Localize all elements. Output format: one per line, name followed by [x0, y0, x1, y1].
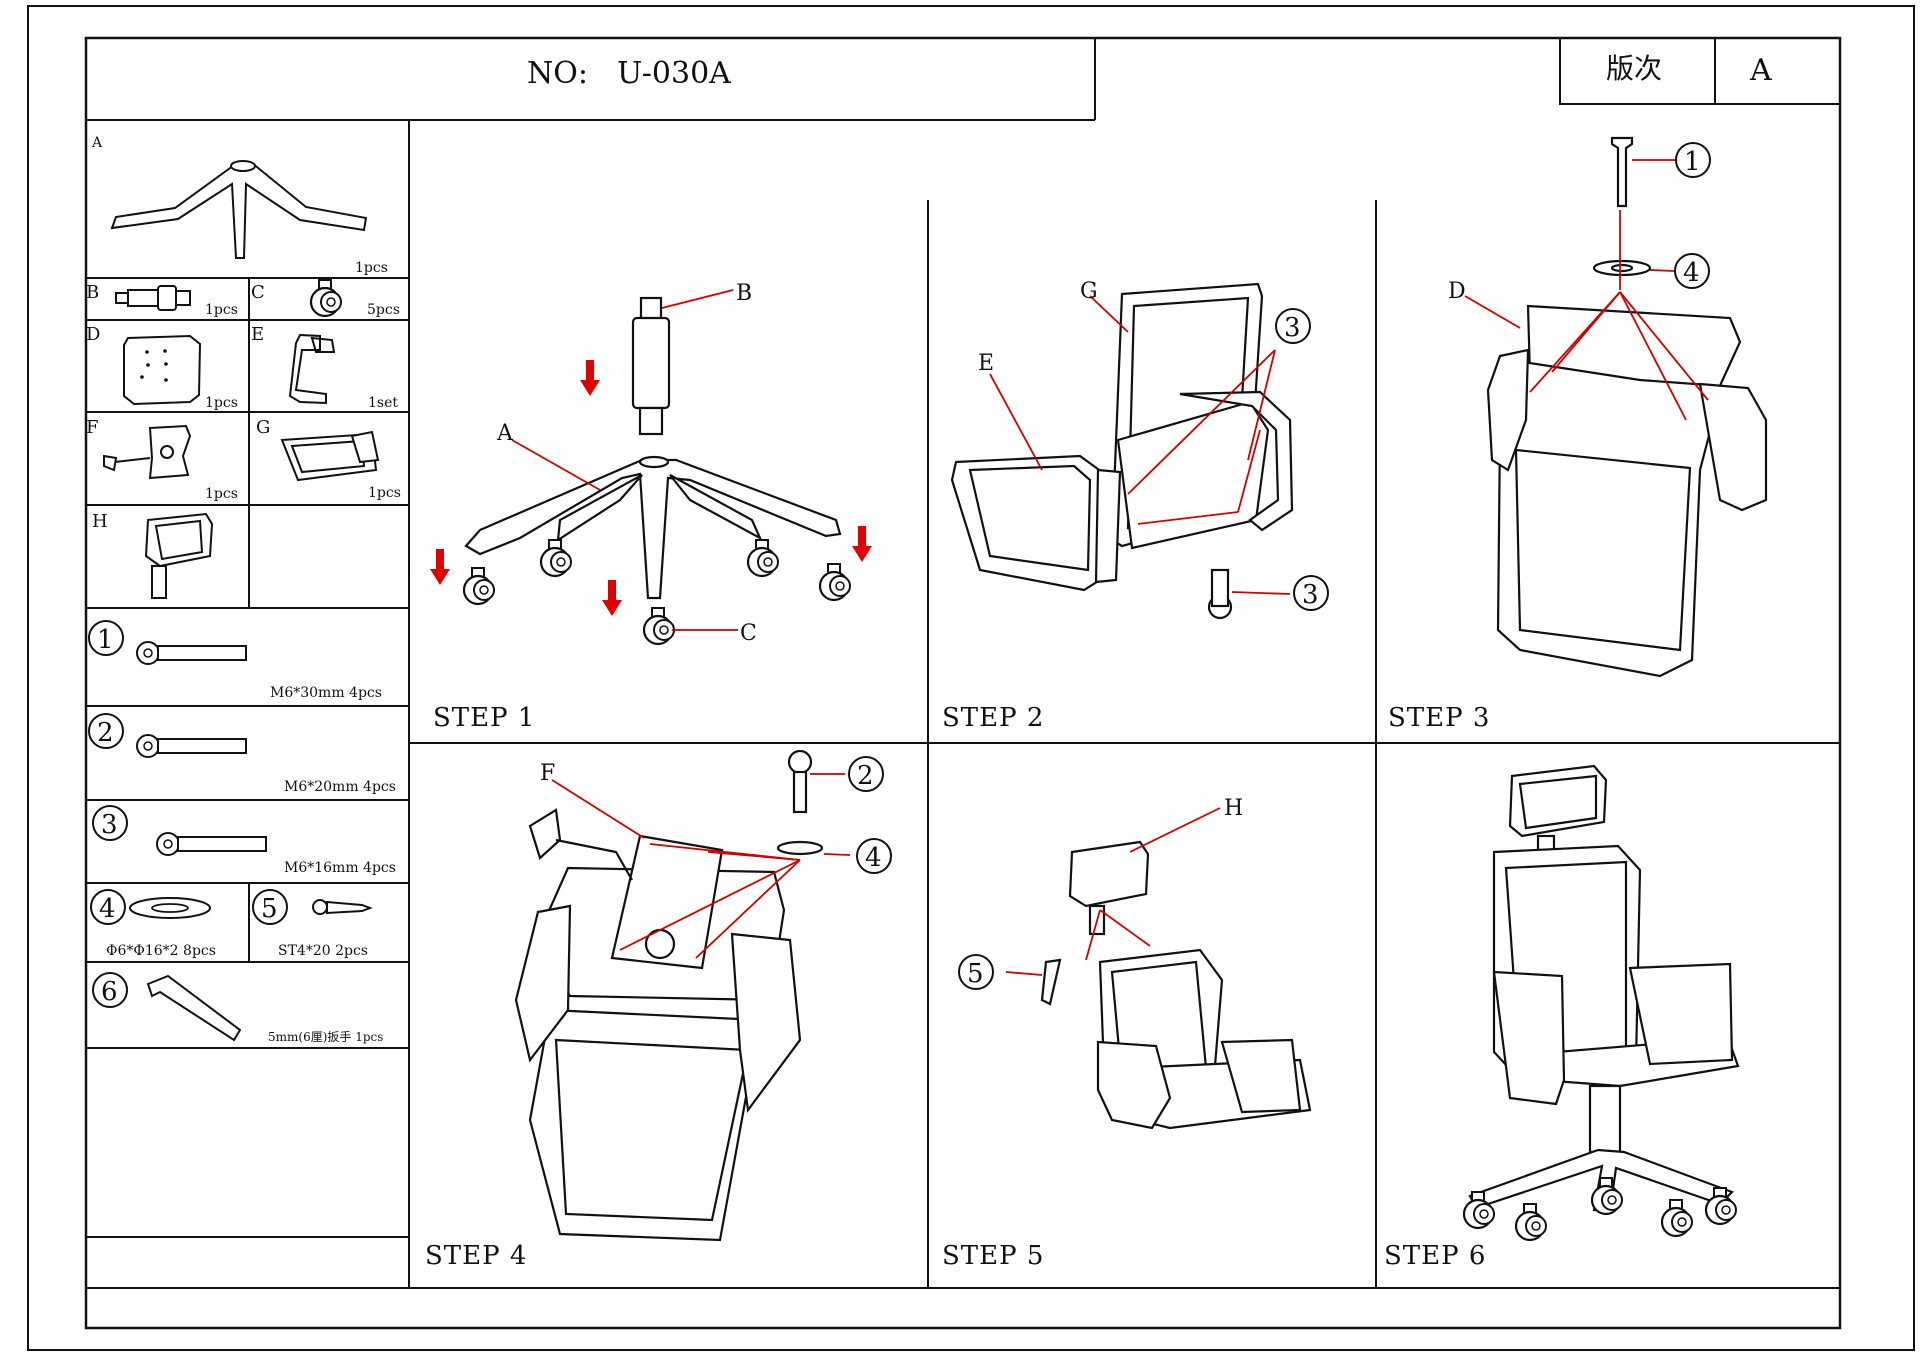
hw-4-washer-drawing	[129, 897, 211, 919]
step6-caster-3	[1590, 1176, 1624, 1216]
hw-2-bolt-drawing	[136, 734, 247, 758]
step1-arrow-3	[602, 580, 622, 616]
version-label: 版次	[1606, 52, 1662, 85]
step2-leaders	[989, 295, 1291, 595]
outer-border	[27, 5, 1915, 1351]
hw-6-number: 6	[101, 977, 118, 1007]
step5-callout-h: H	[1224, 796, 1243, 821]
part-f-letter: F	[86, 417, 99, 438]
step1-label: STEP 1	[433, 703, 535, 733]
part-a-letter: A	[91, 135, 103, 151]
part-d-qty: 1pcs	[205, 395, 238, 411]
step4-callout-4: 4	[865, 843, 882, 873]
part-b-gas-cylinder-drawing	[115, 285, 191, 311]
part-b-qty: 1pcs	[205, 302, 238, 318]
step2-drawing	[950, 282, 1294, 620]
part-d-seat-drawing	[123, 334, 202, 406]
step1-caster-2	[539, 538, 573, 578]
part-f-mechanism-drawing	[103, 424, 192, 480]
part-b-letter: B	[86, 282, 99, 303]
hw-6-spec: 5mm(6厘)扳手 1pcs	[268, 1030, 383, 1044]
step2-callout-3b: 3	[1302, 580, 1319, 610]
step1-drawing	[464, 296, 842, 600]
step4-callout-2: 2	[857, 761, 874, 791]
hw-1-number: 1	[97, 625, 114, 655]
part-g-qty: 1pcs	[368, 485, 401, 501]
part-h-headrest-drawing	[144, 512, 214, 599]
part-d-letter: D	[86, 324, 100, 345]
part-e-letter: E	[251, 324, 264, 345]
hw-3-number: 3	[101, 810, 118, 840]
step6-drawing	[1468, 764, 1740, 1212]
step3-callout-1: 1	[1684, 147, 1701, 177]
hw-4-number: 4	[99, 894, 116, 924]
hw-5-screw-drawing	[312, 899, 373, 915]
inner-border	[84, 36, 1842, 1330]
step4-leaders	[551, 773, 851, 959]
part-c-letter: C	[251, 282, 265, 303]
step4-drawing	[514, 749, 824, 1242]
part-e-armrest-drawing	[288, 333, 336, 405]
step1-callout-a: A	[496, 421, 514, 446]
hw-2-spec: M6*20mm 4pcs	[284, 779, 396, 795]
step3-label: STEP 3	[1388, 703, 1490, 733]
part-a-base-drawing	[110, 160, 368, 259]
step6-caster-4	[1660, 1198, 1694, 1238]
step3-callout-d: D	[1448, 279, 1466, 304]
version-value: A	[1749, 53, 1772, 88]
part-g-backrest-drawing	[280, 430, 380, 482]
hw-5-spec: ST4*20 2pcs	[278, 943, 368, 959]
part-c-qty: 5pcs	[367, 302, 400, 318]
part-g-letter: G	[256, 417, 270, 438]
step4-label: STEP 4	[425, 1241, 527, 1271]
step1-arrow-4	[852, 526, 872, 562]
step1-arrow-1	[580, 360, 600, 396]
step3-drawing	[1486, 136, 1768, 678]
hw-6-hex-key-drawing	[146, 974, 242, 1042]
part-f-qty: 1pcs	[205, 486, 238, 502]
part-a-qty: 1pcs	[355, 260, 388, 276]
step1-leaders	[511, 289, 738, 631]
hw-3-bolt-drawing	[156, 832, 267, 856]
part-c-caster-drawing	[309, 278, 343, 318]
step1-caster-4	[746, 538, 780, 578]
step2-callout-e: E	[978, 351, 994, 376]
step1-caster-3	[642, 606, 676, 646]
step5-leaders	[1005, 807, 1221, 976]
hw-5-number: 5	[261, 894, 278, 924]
step2-label: STEP 2	[942, 703, 1044, 733]
part-e-qty: 1set	[368, 395, 398, 411]
step2-callout-3a: 3	[1284, 313, 1301, 343]
part-h-letter: H	[92, 511, 108, 532]
hw-1-bolt-drawing	[136, 641, 247, 665]
step5-drawing	[1040, 840, 1312, 1130]
hw-2-number: 2	[97, 718, 114, 748]
step1-arrow-2	[430, 549, 450, 585]
step3-leaders	[1464, 159, 1709, 421]
step4-callout-f: F	[540, 761, 555, 786]
hw-3-spec: M6*16mm 4pcs	[284, 860, 396, 876]
step1-callout-b: B	[736, 281, 752, 306]
step2-callout-g: G	[1080, 279, 1098, 304]
hw-4-spec: Φ6*Φ16*2 8pcs	[106, 943, 216, 959]
step1-callout-c: C	[740, 621, 757, 646]
step6-caster-2	[1514, 1202, 1548, 1242]
step3-callout-4: 4	[1683, 258, 1700, 288]
step5-label: STEP 5	[942, 1241, 1044, 1271]
step1-caster-1	[462, 566, 496, 606]
model-number: U-030A	[617, 56, 731, 91]
step5-callout-5: 5	[967, 959, 984, 989]
step6-label: STEP 6	[1384, 1241, 1486, 1271]
no-label: NO:	[527, 56, 588, 91]
step1-caster-5	[818, 562, 852, 602]
version-box	[1559, 37, 1841, 105]
hw-1-spec: M6*30mm 4pcs	[270, 685, 382, 701]
